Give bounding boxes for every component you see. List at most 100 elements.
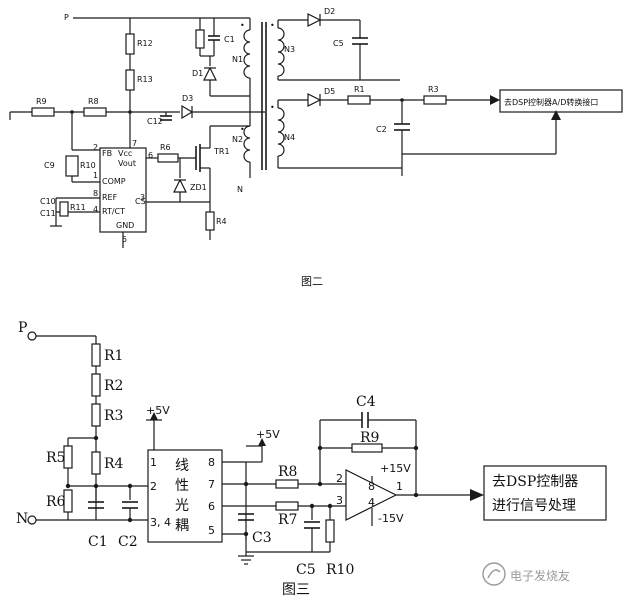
f3-r1: [91, 343, 101, 367]
f2-label-n4: N4: [284, 133, 295, 142]
f3-optocoupler: [147, 449, 223, 543]
f3-opamp-pin3: 3: [336, 494, 343, 507]
f2-pin5: 5: [122, 235, 127, 244]
f3-opamp-pin2: 2: [336, 472, 343, 485]
f3-opto-char-3: 光: [175, 498, 189, 514]
f2-d5: [307, 93, 322, 107]
f3-label-r3: R3: [104, 408, 123, 424]
f3-opto-pin6: 6: [208, 500, 215, 513]
f2-label-r10: R10: [80, 161, 96, 170]
f3-label-r10: R10: [326, 562, 354, 578]
svg-text:•: •: [270, 21, 275, 30]
f2-label-n2: N2: [232, 135, 243, 144]
f2-label-r9: R9: [36, 97, 47, 106]
f2-label-r13: R13: [137, 75, 153, 84]
f2-pin-gnd: GND: [116, 221, 134, 230]
f3-label-r1: R1: [104, 348, 123, 364]
f3-label-c4: C4: [356, 394, 376, 410]
f2-label-r11: R11: [70, 203, 86, 212]
f3-output-line2: 进行信号处理: [492, 498, 576, 514]
f3-label-r5: R5: [46, 450, 65, 466]
f2-pin8: 8: [93, 189, 98, 198]
watermark-logo-icon: [482, 562, 506, 586]
f3-supply-minus15v: -15V: [378, 512, 404, 525]
f3-opto-pin34: 3, 4: [150, 516, 171, 529]
figure-2-circuit: P R12 R13 R9 R8 D3 C12 Vcc Vou: [9, 7, 623, 288]
f3-terminal-n[interactable]: [27, 515, 37, 525]
f2-label-c9: C9: [44, 161, 55, 170]
f3-caption: 图三: [282, 582, 310, 598]
f3-opamp-pin1: 1: [396, 480, 403, 493]
f3-supply-5v-right: +5V: [256, 428, 280, 441]
f2-pin3: 3: [140, 193, 145, 202]
f2-snubber-r: [195, 29, 205, 49]
f2-pin6: 6: [148, 151, 153, 160]
f2-winding-n4: [277, 107, 285, 157]
f2-r12: [125, 33, 135, 55]
f2-label-c5: C5: [333, 39, 344, 48]
f3-output-box: [483, 465, 607, 521]
f2-label-c10: C10: [40, 197, 56, 206]
f2-label-c11: C11: [40, 209, 56, 218]
f2-pin4: 4: [93, 205, 98, 214]
f2-r11: [59, 201, 69, 217]
f2-label-d5: D5: [324, 87, 335, 96]
f3-label-r4: R4: [104, 456, 124, 472]
f3-opamp: [345, 469, 398, 521]
f3-opto-char-2: 性: [175, 478, 189, 494]
f2-output-label: 去DSP控制器A/D转换接口: [504, 97, 598, 107]
f2-pin-cs: CS: [135, 197, 146, 206]
f3-terminal-p[interactable]: [27, 331, 37, 341]
f3-node-p: P: [18, 320, 27, 336]
f2-label-c12: C12: [147, 117, 163, 126]
f2-label-c1: C1: [224, 35, 235, 44]
f3-r2: [91, 373, 101, 397]
f2-pin-comp: COMP: [102, 177, 126, 186]
f2-r3: [423, 95, 447, 105]
f2-r4: [205, 211, 215, 231]
f2-c9-r10: [65, 155, 79, 177]
watermark-text: 电子发烧友: [510, 568, 570, 583]
f2-output-box: [499, 89, 623, 113]
f3-opto-char-4: 耦: [175, 518, 189, 534]
f3-opto-pin5: 5: [208, 524, 215, 537]
f2-pin-ref: REF: [102, 193, 118, 202]
svg-text:•: •: [240, 125, 245, 134]
f2-label-r8: R8: [88, 97, 99, 106]
f2-winding-n1: [243, 29, 251, 79]
f3-node-n: N: [16, 511, 28, 527]
f2-r1: [347, 95, 371, 105]
f3-opto-pin8: 8: [208, 456, 215, 469]
f3-label-c1: C1: [88, 534, 108, 550]
f2-d1: [203, 66, 217, 81]
f2-label-r1: R1: [354, 85, 365, 94]
f2-r6: [157, 153, 179, 163]
watermark: 电子发烧友: [482, 562, 570, 586]
f2-r9: [31, 107, 55, 117]
f2-winding-n2: [243, 125, 251, 163]
f3-opto-pin7: 7: [208, 478, 215, 491]
f3-r4: [91, 451, 101, 475]
f2-label-r4: R4: [216, 217, 227, 226]
f3-opto-char-1: 线: [175, 458, 189, 474]
f2-label-zd1: ZD1: [190, 183, 207, 192]
f2-pin7: 7: [132, 139, 137, 148]
f3-output-line1: 去DSP控制器: [492, 474, 578, 490]
f3-r8: [275, 479, 299, 489]
f3-opto-pin1: 1: [150, 456, 157, 469]
f3-supply-15v: +15V: [380, 462, 411, 475]
f2-label-d2: D2: [324, 7, 335, 16]
f2-pin1: 1: [93, 171, 98, 180]
f2-label-c2: C2: [376, 125, 387, 134]
f2-label-n3: N3: [284, 45, 295, 54]
f3-opamp-pin4: 4: [368, 496, 375, 509]
f3-r7: [275, 501, 299, 511]
figure-3-circuit: P R1 R2 R3 R4 R5 R6 N: [16, 320, 607, 598]
f3-opamp-pin8: 8: [368, 480, 375, 493]
f2-winding-n3: [277, 27, 285, 77]
f2-controller-ic: [99, 147, 147, 233]
f2-pin-fb: FB: [102, 149, 112, 158]
f2-label-d1: D1: [192, 69, 203, 78]
f3-opto-pin2: 2: [150, 480, 157, 493]
